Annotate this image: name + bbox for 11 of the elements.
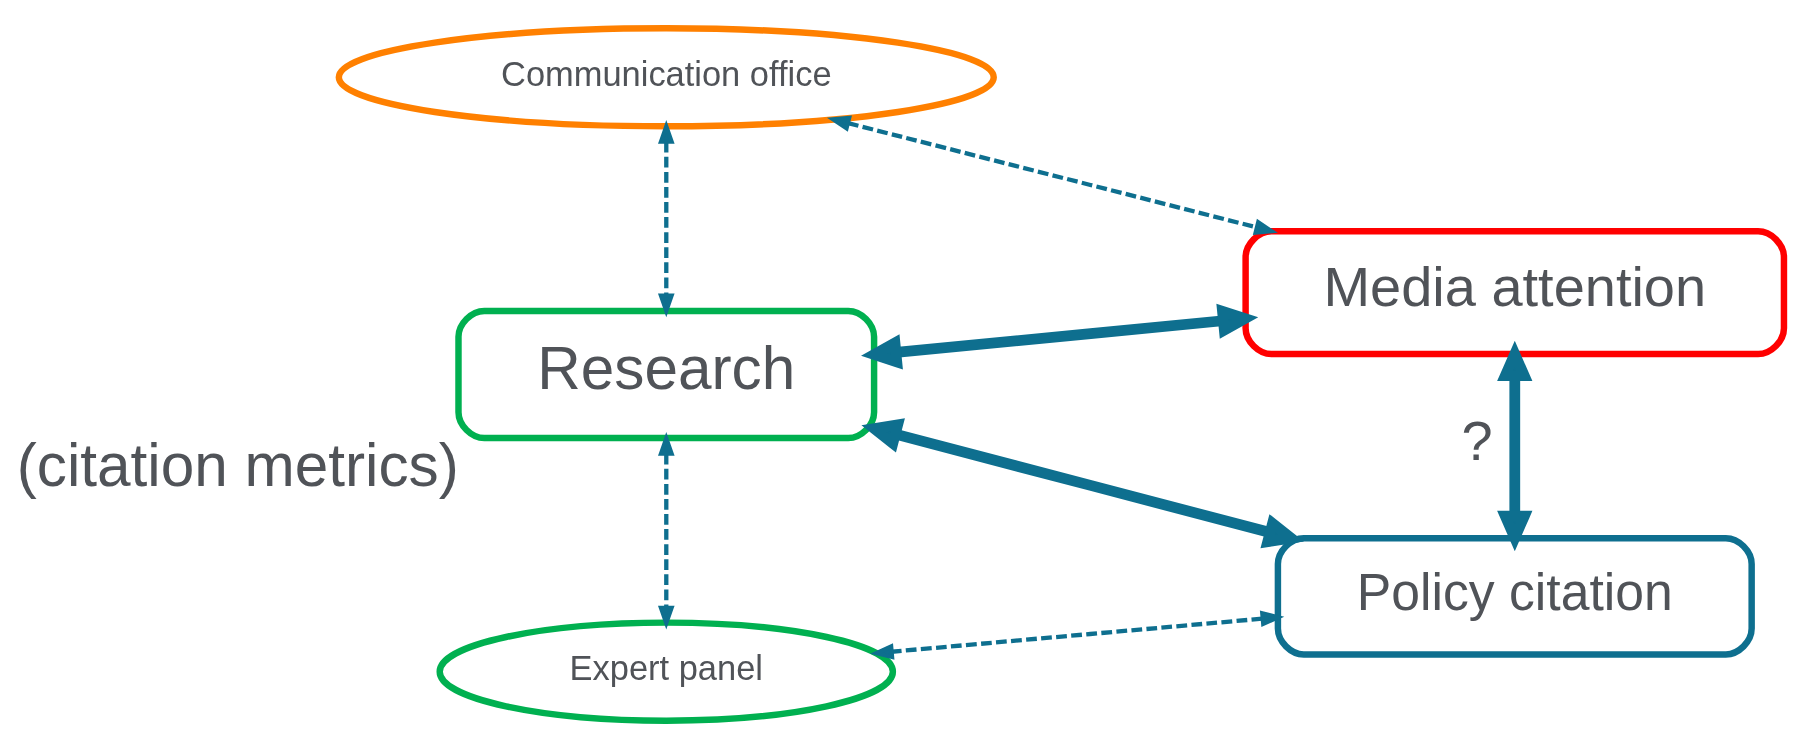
arrow — [861, 418, 1304, 549]
arrow — [861, 303, 1259, 370]
arrow — [1497, 340, 1533, 552]
arrow — [657, 120, 675, 318]
arrow — [870, 610, 1285, 660]
arrow — [826, 115, 1278, 235]
edge-label: ? — [1461, 408, 1493, 472]
node-box: Research — [455, 307, 878, 442]
arrow — [657, 432, 675, 630]
node-box: Policy citation — [1274, 534, 1755, 658]
node-box: Media attention — [1242, 228, 1788, 358]
